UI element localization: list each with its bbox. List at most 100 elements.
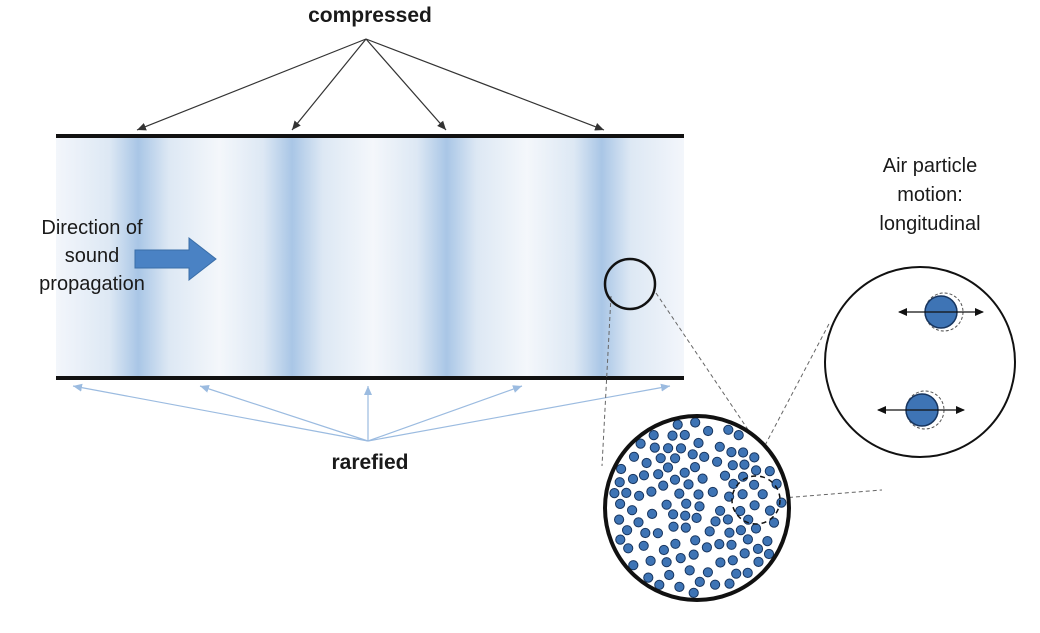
air-particle — [688, 549, 699, 560]
compressed-arrow — [365, 38, 605, 131]
air-particle — [670, 538, 681, 549]
air-particle — [623, 543, 634, 554]
air-particle — [641, 457, 652, 469]
air-particle — [738, 447, 749, 458]
air-particle — [742, 534, 754, 545]
air-particle — [712, 456, 723, 467]
air-particle — [614, 477, 625, 488]
air-particle — [621, 487, 632, 498]
direction-line-2: sound — [64, 245, 120, 267]
air-particle — [750, 523, 762, 534]
air-particle — [658, 480, 669, 491]
air-particle — [724, 578, 735, 589]
air-particle — [735, 505, 746, 517]
air-particle — [647, 508, 658, 520]
air-particle — [707, 486, 718, 498]
air-particle — [674, 581, 685, 593]
air-particle — [668, 521, 679, 532]
air-particle — [663, 443, 674, 454]
zoomed-particles-view — [603, 414, 791, 602]
air-particle — [757, 489, 768, 500]
air-particle — [697, 473, 708, 484]
air-particle — [731, 568, 742, 579]
air-particle — [687, 449, 698, 460]
air-particle — [675, 553, 686, 564]
air-particle — [691, 512, 702, 524]
air-particle — [661, 499, 672, 510]
motion-line-3: longitudinal — [879, 213, 981, 235]
motion-line-2: motion: — [897, 184, 963, 206]
air-particle — [694, 501, 705, 512]
air-particle — [627, 505, 638, 516]
air-particle — [615, 534, 626, 545]
air-particle — [737, 489, 748, 500]
air-particle — [635, 438, 646, 449]
air-particle — [609, 488, 620, 499]
air-particle — [670, 453, 681, 464]
air-particle — [683, 479, 694, 490]
oscillating-particle — [898, 292, 984, 332]
air-particle — [627, 473, 639, 485]
air-particle — [764, 466, 775, 477]
air-particle — [752, 543, 764, 555]
air-particle — [646, 486, 657, 497]
air-particle — [762, 536, 773, 547]
direction-line-1: Direction of — [41, 217, 143, 239]
air-particle — [738, 471, 749, 482]
air-particle — [622, 525, 633, 536]
compressed-arrows — [136, 38, 605, 131]
air-particle — [710, 579, 721, 590]
air-particle — [638, 470, 650, 481]
compressed-arrow — [136, 38, 367, 131]
air-particle — [614, 514, 625, 525]
air-particle — [751, 465, 762, 476]
air-particle — [749, 479, 760, 490]
air-particle — [728, 478, 739, 489]
air-particle — [688, 587, 699, 599]
air-particle — [664, 569, 675, 581]
air-particle — [714, 539, 725, 550]
air-particle — [763, 548, 775, 560]
air-particle — [655, 453, 666, 464]
air-particle — [704, 526, 715, 537]
air-particle — [690, 417, 701, 428]
air-particle — [684, 565, 695, 576]
air-particle — [719, 470, 731, 481]
air-particle — [715, 505, 726, 516]
sample-circle — [603, 257, 657, 311]
air-particle — [628, 560, 639, 571]
rarefied-label: rarefied — [331, 451, 409, 474]
air-particle — [654, 579, 665, 591]
air-particle — [726, 539, 737, 550]
oscillating-particle — [877, 390, 965, 430]
air-particle — [658, 544, 670, 556]
rarefied-arrow — [199, 384, 369, 442]
air-particle — [628, 451, 640, 462]
air-particle — [679, 429, 690, 441]
air-particle — [701, 542, 713, 553]
air-particle — [661, 557, 672, 568]
rarefied-arrow — [367, 385, 523, 442]
air-particle — [643, 572, 654, 583]
focus-circle — [731, 475, 781, 525]
air-particle — [680, 510, 691, 521]
air-particle — [733, 430, 744, 441]
compressed-label: compressed — [308, 4, 432, 27]
air-particle — [727, 460, 738, 471]
air-particle — [634, 490, 645, 501]
air-particle — [694, 576, 705, 588]
air-particle — [653, 469, 664, 480]
air-particle — [749, 452, 760, 463]
rarefied-arrow — [72, 383, 369, 442]
air-particle — [662, 462, 674, 473]
air-particle — [739, 548, 750, 559]
air-particle — [726, 447, 737, 458]
air-particle — [640, 527, 651, 539]
air-particle — [724, 527, 735, 538]
zoom-connectors — [601, 292, 883, 499]
air-particle — [669, 474, 681, 485]
air-particle — [638, 540, 649, 551]
air-particle — [727, 555, 738, 566]
air-particle — [693, 437, 704, 449]
air-particle — [652, 528, 664, 539]
